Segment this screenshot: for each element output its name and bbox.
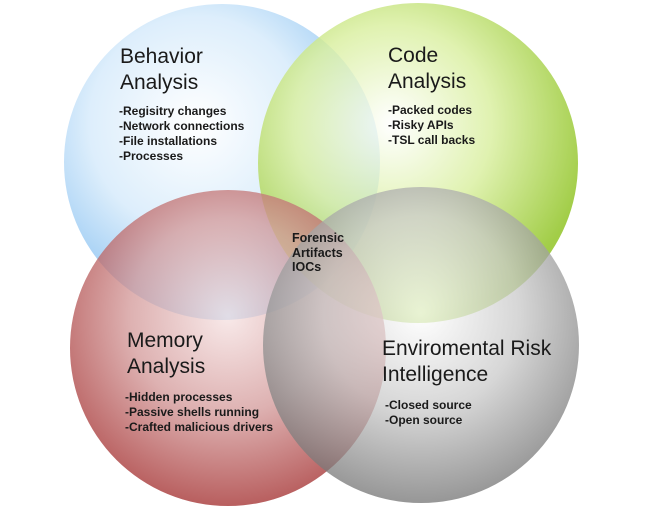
code-item: -Packed codes xyxy=(388,103,473,117)
memory-analysis-items: -Hidden processes -Passive shells runnin… xyxy=(125,390,273,435)
risk-title-line-2: Intelligence xyxy=(382,363,489,386)
code-item: -TSL call backs xyxy=(388,133,476,147)
behavior-analysis-title: Behavior Analysis xyxy=(120,44,203,96)
memory-item: -Passive shells running xyxy=(125,405,260,419)
behavior-analysis-items: -Regisitry changes -Network connections … xyxy=(119,104,244,164)
center-line: Forensic xyxy=(292,231,345,245)
memory-item: -Crafted malicious drivers xyxy=(125,420,274,434)
code-title-line-1: Code xyxy=(388,44,439,67)
behavior-title-line-1: Behavior xyxy=(120,45,203,68)
behavior-item: -File installations xyxy=(119,134,218,148)
code-title-line-2: Analysis xyxy=(388,70,467,93)
memory-analysis-title: Memory Analysis xyxy=(127,328,205,380)
code-analysis-title: Code Analysis xyxy=(388,43,466,95)
code-item: -Risky APIs xyxy=(388,118,454,132)
memory-title-line-2: Analysis xyxy=(127,355,206,378)
circle-enviromental-risk xyxy=(263,187,579,503)
risk-item: -Closed source xyxy=(385,398,472,412)
center-line: Artifacts xyxy=(292,245,343,260)
behavior-item: -Regisitry changes xyxy=(119,104,227,118)
behavior-item: -Processes xyxy=(119,149,184,163)
enviromental-risk-items: -Closed source -Open source xyxy=(385,398,472,428)
memory-item: -Hidden processes xyxy=(125,390,233,404)
risk-item: -Open source xyxy=(385,413,463,427)
center-line: IOCs xyxy=(292,260,322,274)
enviromental-risk-title: Enviromental Risk Intelligence xyxy=(382,336,551,388)
risk-title-line-1: Enviromental Risk xyxy=(382,337,552,360)
behavior-title-line-2: Analysis xyxy=(120,71,199,94)
code-analysis-items: -Packed codes -Risky APIs -TSL call back… xyxy=(388,103,475,148)
center-overlap-label: Forensic Artifacts IOCs xyxy=(292,231,344,275)
memory-title-line-1: Memory xyxy=(127,329,203,352)
behavior-item: -Network connections xyxy=(119,119,245,133)
